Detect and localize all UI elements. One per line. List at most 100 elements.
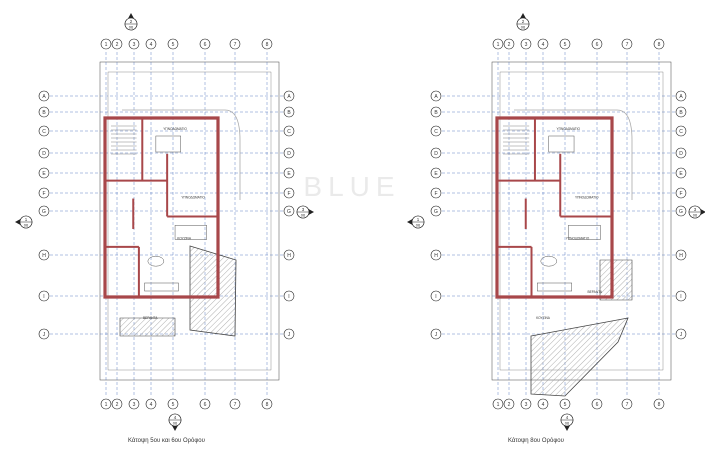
grid-bubble-row-label: I [288,294,289,300]
grid-bubble-row [283,249,295,261]
grid-bubble-row-label: D [434,151,438,157]
exterior-wall [495,116,614,299]
grid-bubble-row-label: B [287,110,291,116]
grid-bubble-row [675,290,687,302]
section-marker: 106 [15,215,33,229]
grid-bubble-column [229,398,241,410]
grid-bubble-column-label: 7 [234,402,237,408]
grid-bubble-row [283,167,295,179]
room-label: ΒΕΡΑΝΤΑ [588,290,603,294]
grid-bubble-row-label: H [42,253,46,259]
grid-bubble-column-label: 4 [542,42,545,48]
grid-bubble-column [653,38,665,50]
grid-bubble-row [38,328,50,340]
grid-bubble-column [167,38,179,50]
grid-bubble-row [430,167,442,179]
grid-bubble-column-label: 2 [508,402,511,408]
grid-bubble-row [675,106,687,118]
grid-bubble-row-label: B [434,110,438,116]
kitchen-counter [537,282,572,292]
grid-bubble-column-label: 7 [626,42,629,48]
grid-bubble-column [503,38,515,50]
room-label: ΚΟΥΖΙΝΑ [177,237,192,241]
grid-bubble-row-label: G [287,209,291,215]
grid-bubble-row-label: J [288,332,291,338]
grid-bubble-column [261,38,273,50]
grid-bubble-column [128,38,140,50]
grid-bubble-row-label: F [679,191,682,197]
plan-caption-right: Κάτοψη 8ου Ορόφου [508,438,564,444]
grid-bubble-column [559,38,571,50]
room-label: ΥΠΝΟΔΩΜΑΤΙΟ [566,237,590,241]
watermark-text: BLUE [303,171,400,202]
grid-bubble-row [38,167,50,179]
room-label: ΥΠΝΟΔΩΜΑΤΙΟ [163,127,187,131]
grid-bubble-row-label: C [679,129,683,135]
grid-bubble-column-label: 6 [204,402,207,408]
section-marker-number: 2 [522,19,525,24]
grid-bubble-row-label: A [434,94,438,100]
bed [548,135,575,153]
grid-bubble-row [430,106,442,118]
grid-bubble-row-label: H [287,253,291,259]
grid-bubble-column [229,38,241,50]
section-marker-number: 1 [25,217,28,222]
section-marker-number: 3 [302,207,305,212]
section-marker-sheet: 06 [173,421,178,426]
grid-bubble-row-label: J [43,332,46,338]
plan-caption-left: Κάτοψη 5ου και 6ου Ορόφου [128,438,205,444]
section-marker-sheet: 06 [416,223,421,228]
plot-boundary-curve [514,109,633,200]
room-label: ΒΕΡΑΝΤΑ [143,316,158,320]
room-label: ΚΟΥΖΙΝΑ [536,316,551,320]
grid-bubble-row [430,187,442,199]
grid-bubble-column [537,38,549,50]
section-marker-sheet: 06 [129,25,134,30]
grid-bubble-row-label: C [287,129,291,135]
section-marker: 406 [560,413,574,431]
grid-bubble-row [430,249,442,261]
grid-bubble-row [430,125,442,137]
grid-bubble-column [621,38,633,50]
dining-table [540,255,557,267]
section-marker-sheet: 06 [565,421,570,426]
grid-bubble-row [283,147,295,159]
grid-bubble-column [503,398,515,410]
grid-bubble-column [100,38,112,50]
grid-bubble-row [283,106,295,118]
grid-bubble-column-label: 4 [542,402,545,408]
grid-bubble-column-label: 8 [266,402,269,408]
grid-bubble-row [38,147,50,159]
grid-bubble-column-label: 4 [150,402,153,408]
grid-bubble-column-label: 7 [626,402,629,408]
section-marker-number: 3 [694,207,697,212]
grid-bubble-row-label: D [287,151,291,157]
dining-table [147,255,165,267]
terrace-area [189,245,237,337]
grid-bubble-row-label: G [42,209,46,215]
grid-bubble-row-label: I [435,294,436,300]
terrace-area-secondary [599,259,633,301]
kitchen-counter [144,282,179,292]
grid-bubble-row [430,205,442,217]
section-marker-sheet: 06 [24,223,29,228]
grid-bubble-row [283,90,295,102]
grid-bubble-row [283,205,295,217]
grid-bubble-row-label: J [435,332,438,338]
section-marker-sheet: 06 [521,25,526,30]
grid-bubble-column-label: 2 [508,42,511,48]
grid-bubble-row [38,90,50,102]
grid-bubble-column [492,38,504,50]
bed [155,135,181,153]
section-marker: 306 [688,205,705,219]
section-marker: 306 [296,205,314,219]
grid-bubble-column-label: 3 [525,42,528,48]
section-marker-number: 2 [130,19,133,24]
section-marker: 206 [516,13,530,31]
grid-bubble-column [653,398,665,410]
grid-bubble-column-label: 8 [658,42,661,48]
grid-bubble-column-label: 3 [133,402,136,408]
grid-bubble-row-label: E [42,171,46,177]
dimension-frame [99,61,280,381]
